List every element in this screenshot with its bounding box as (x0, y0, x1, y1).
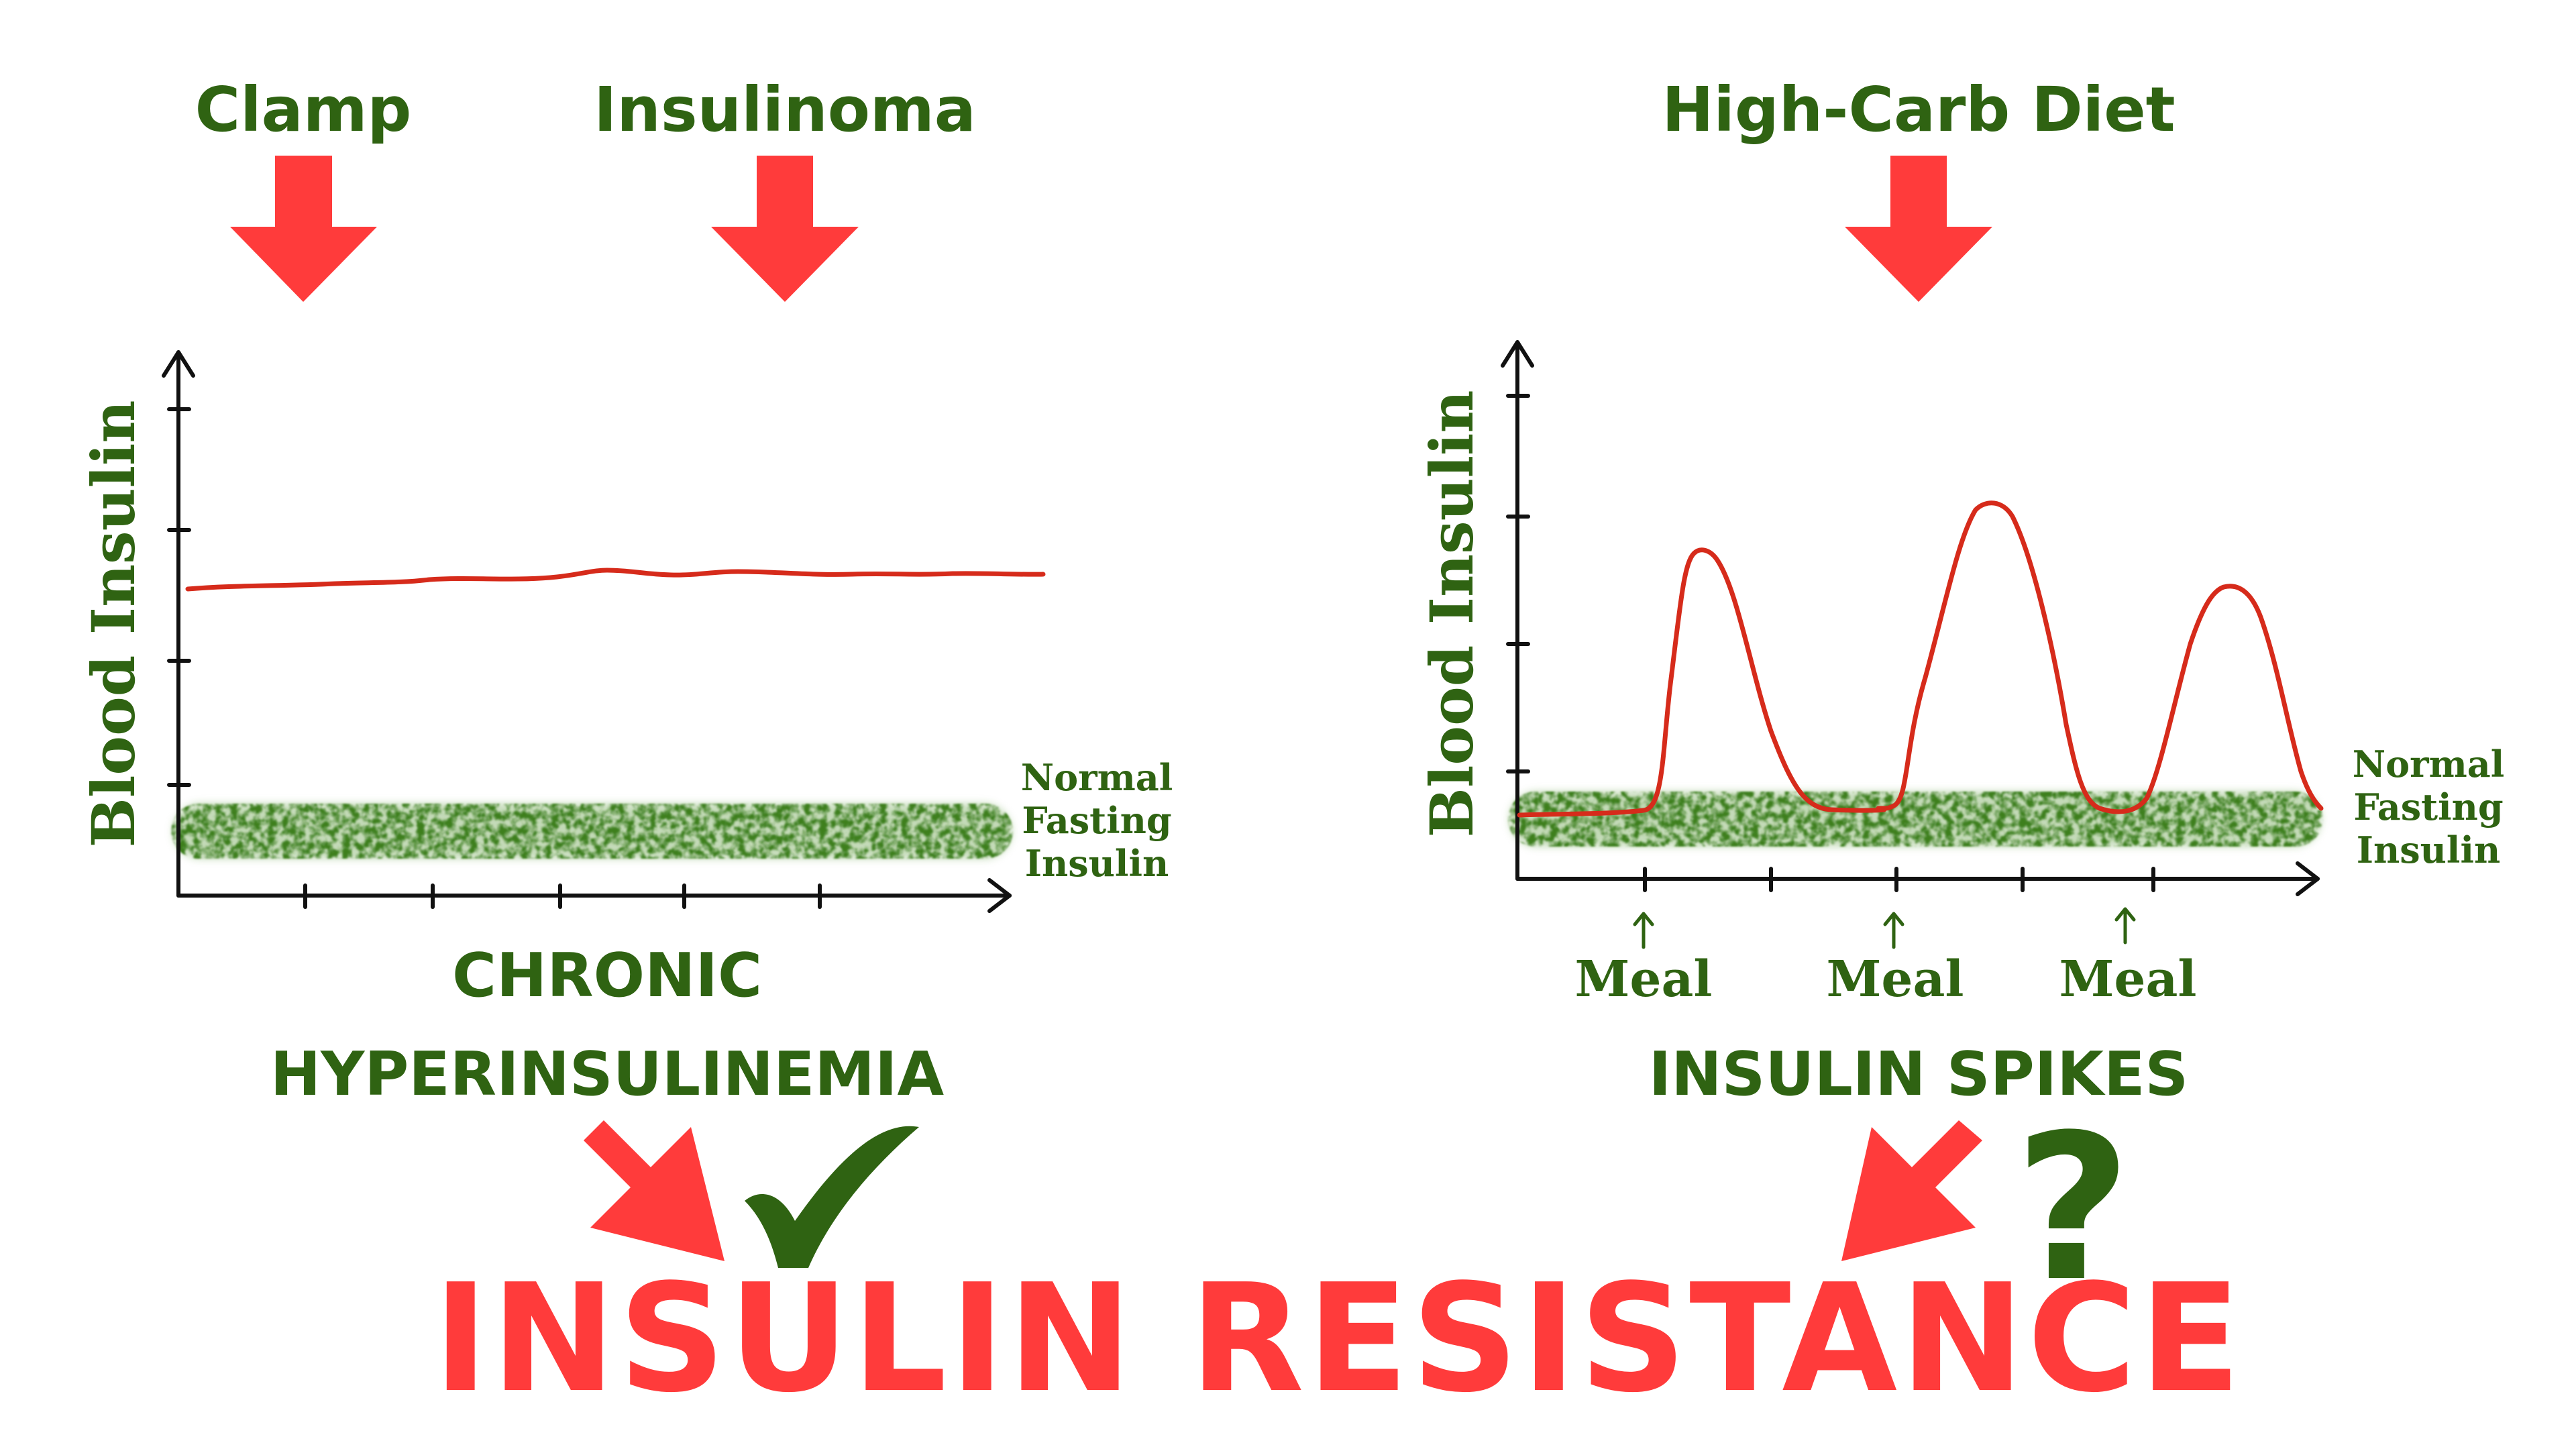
clamp-label: Clamp (195, 74, 412, 146)
chronic-title-line-2: HYPERINSULINEMIA (270, 1039, 945, 1110)
left-y-axis-arrowhead-icon (162, 350, 195, 378)
meal-label: Meal (1826, 951, 1964, 1008)
left-band-label-insulin: Insulin (1025, 842, 1169, 885)
normal-fasting-band (1508, 792, 2323, 847)
right-band-label-insulin: Insulin (2357, 828, 2500, 871)
insulin-spikes-curve (1517, 500, 2324, 818)
left-band-label-normal: Normal (1021, 756, 1173, 799)
checkmark-icon (745, 1126, 919, 1268)
high-carb-diet-label: High-Carb Diet (1662, 74, 2175, 146)
meal-label: Meal (2059, 951, 2196, 1008)
question-mark-icon: ? (2015, 1091, 2131, 1326)
meal-arrow-icon (1633, 912, 1654, 949)
left-x-axis-arrowhead-icon (987, 878, 1012, 913)
meal-label: Meal (1574, 951, 1712, 1008)
right-axes (1501, 340, 2320, 896)
chronic-title-line-1: CHRONIC (452, 941, 762, 1011)
left-axes (162, 350, 1012, 913)
meal-markers (1633, 907, 2136, 949)
right-y-axis-arrowhead-icon (1501, 340, 1534, 368)
normal-fasting-band (171, 804, 1013, 859)
right-y-axis-label: Blood Insulin (1417, 390, 1487, 838)
insulin-resistance-label: INSULIN RESISTANCE (433, 1252, 2243, 1426)
meal-arrow-icon (2114, 907, 2136, 945)
left-band-label-fasting: Fasting (1022, 799, 1171, 842)
clamp-down-arrow-icon (230, 156, 377, 302)
high-carb-down-arrow-icon (1845, 156, 1992, 302)
spikes-to-resistance-arrow-icon (1841, 1120, 1982, 1261)
left-y-axis-label: Blood Insulin (78, 400, 148, 848)
meal-arrow-icon (1883, 912, 1904, 949)
insulinoma-label: Insulinoma (594, 74, 976, 146)
chronic-insulin-curve (185, 568, 1046, 592)
right-band-label-fasting: Fasting (2353, 786, 2503, 828)
insulin-spikes-title: INSULIN SPIKES (1649, 1039, 2189, 1110)
insulinoma-down-arrow-icon (711, 156, 859, 302)
right-x-axis-arrowhead-icon (2296, 861, 2320, 896)
right-panel: High-Carb Diet Blood Insulin (1417, 74, 2504, 1326)
chronic-to-resistance-arrow-icon (584, 1120, 724, 1261)
left-panel: Clamp Insulinoma Blood (78, 74, 1173, 1268)
right-band-label-normal: Normal (2353, 743, 2504, 786)
